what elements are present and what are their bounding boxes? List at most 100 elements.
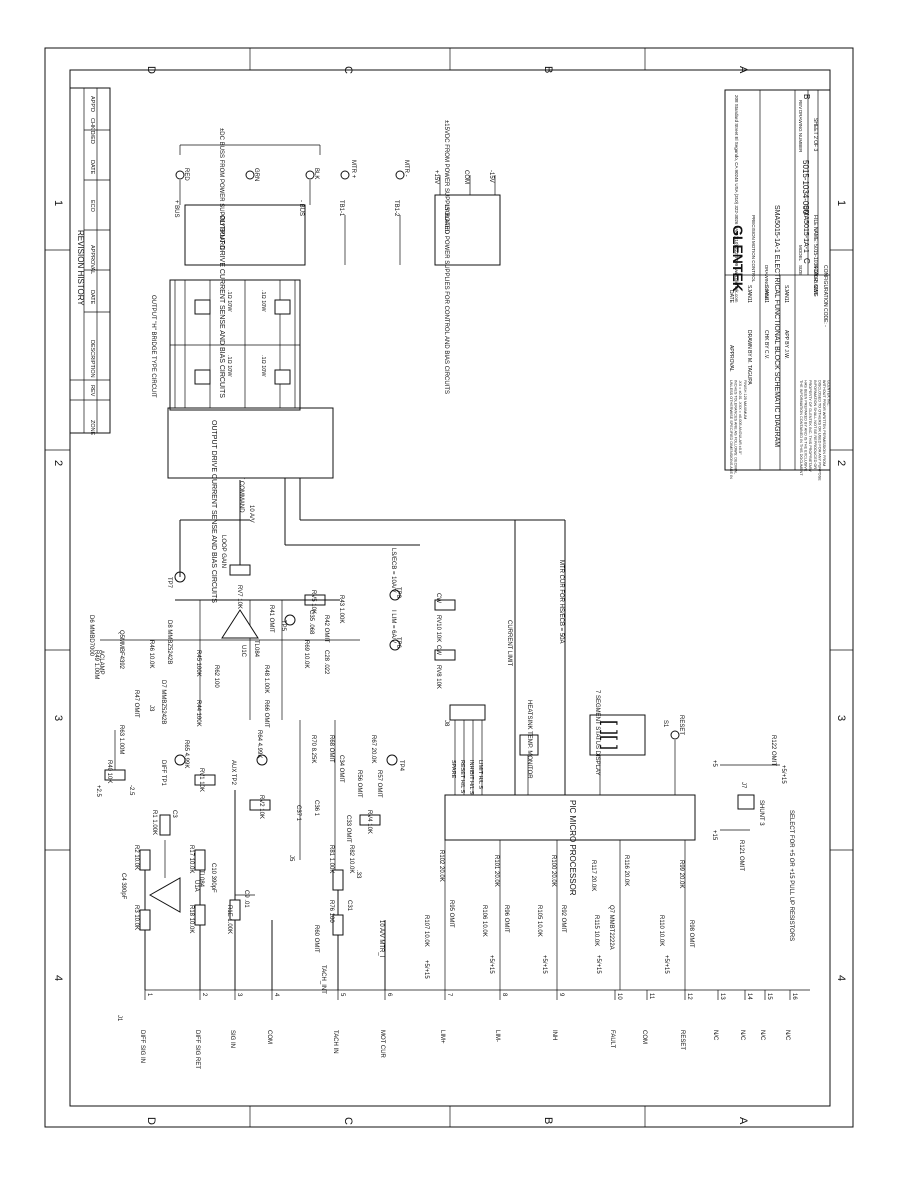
- r100-label: R100 20.0K: [550, 855, 556, 887]
- outer-border: [44, 47, 854, 1128]
- r121-label: R121 OMIT: [738, 840, 744, 871]
- connector-pin-label: SIG IN: [229, 1030, 235, 1048]
- revision-history-title: REVISION HISTORY: [76, 230, 85, 306]
- rev-col-zone: ZONE: [89, 420, 95, 436]
- seven-segment-display: [589, 714, 646, 756]
- plus5-15-label: +5/+15: [780, 765, 786, 784]
- connector-j1: J1: [116, 989, 810, 1022]
- r92-label: R92 OMIT: [560, 905, 566, 933]
- resistor-r81: [332, 869, 344, 891]
- connector-pin-label: TACH IN: [332, 1030, 338, 1054]
- plus15v-label: +15V: [433, 170, 439, 184]
- connector-pin-number: 7: [446, 993, 452, 997]
- tp6-label: TP6: [395, 637, 401, 649]
- trimpot-rv10: [434, 599, 456, 611]
- rev-col-description: DESCRIPTION: [89, 340, 95, 378]
- r106-label: R106 10.0K: [481, 905, 487, 937]
- rsense2-label: .1Ω 10W: [260, 290, 266, 312]
- r49-label: R49 1.00M: [93, 650, 99, 679]
- r107-label: R107 10.0K: [423, 915, 429, 947]
- connector-pin-label: FAULT: [609, 1030, 615, 1049]
- opamp-u1c: [221, 609, 259, 639]
- s1-label: S1: [662, 720, 668, 728]
- connector-pin-number: 14: [746, 993, 752, 1000]
- connector-pin-number: 6: [386, 993, 392, 997]
- checked-date: SJAN11: [763, 285, 769, 303]
- r18-label: R18 10.0K: [188, 905, 194, 933]
- resistor-r1: [159, 814, 171, 836]
- plus-bus-label: + BUS: [173, 200, 179, 218]
- isolated-supplies-block: [434, 194, 501, 266]
- zone-col-label: 2: [835, 460, 847, 466]
- trimpot-rv8: [434, 649, 456, 661]
- isolated-supplies-label: ISOLATED POWER SUPPLIES FOR CONTROL AND …: [443, 205, 449, 394]
- j8-spare: SPARE: [450, 760, 456, 779]
- pic-microprocessor: [444, 794, 696, 841]
- test-point-tp5: [284, 614, 296, 626]
- connector-pin-label: N/C: [784, 1030, 790, 1041]
- heatsink-sensor: [519, 734, 539, 756]
- zone-row-label: B: [542, 66, 554, 73]
- r1e-label: R1E 1.00K: [226, 905, 232, 934]
- trimpot-rv7: [229, 564, 251, 576]
- test-point-tp1: [174, 754, 186, 766]
- r116-label: R116 20.0K: [623, 855, 629, 886]
- connector-pin-number: 2: [201, 993, 207, 997]
- zone-col-label: 1: [52, 200, 64, 206]
- rev-col-date: DATE: [89, 290, 95, 305]
- rv8-label: RV8 10K: [435, 665, 441, 689]
- r2-label: R2 10.0K: [133, 845, 139, 870]
- input-stage: U1A TL084 R3 10.0K R2 10.0K C4 390pF R18…: [95, 650, 404, 994]
- io-pullups: R102 20.0K R95 OMIT R107 10.0K +5/+15 R1…: [423, 840, 694, 990]
- r107-supply: +5/+15: [423, 960, 429, 979]
- j8-limit: LIMIT H/L S: [477, 760, 483, 789]
- r115-supply: +5/+15: [595, 955, 601, 974]
- zone-row-label: C: [342, 66, 354, 74]
- u1c-label: U1C: [240, 645, 246, 658]
- j8-reset: RESET H/L S: [459, 760, 465, 794]
- rv4-label: RV4 10K: [366, 810, 372, 834]
- zone-row-label: C: [342, 1117, 354, 1125]
- connector-pin-label: COM: [641, 1030, 647, 1044]
- connector-pin-number: 13: [719, 993, 725, 1000]
- r41-label: R41 OMIT: [268, 605, 274, 633]
- bus-red-terminal: [175, 170, 185, 180]
- r56-label: R56 OMIT: [356, 770, 362, 798]
- c35-label: C35 .068: [308, 610, 314, 635]
- rv5-label: RV5 10K: [310, 590, 316, 614]
- h-bridge: OUTPUT "H" BRIDGE TYPE CIRCUIT .1Ω 10W .…: [150, 279, 301, 411]
- opamp-u1a: [148, 877, 181, 913]
- r62-label: R62 100: [213, 665, 219, 688]
- configuration-code: CONFIGURATION CODE: -: [822, 265, 828, 327]
- resistor-r3: [139, 909, 151, 931]
- test-point-tp2: [256, 754, 268, 766]
- tp4-label: TP4: [398, 760, 404, 772]
- u1a-part: TL084: [198, 870, 204, 888]
- rev-value: B: [802, 94, 811, 99]
- reset-switch-label: RESET: [678, 715, 684, 735]
- rsense4-label: .1Ω 10W: [260, 355, 266, 377]
- tach-int-label: TACH_INT: [320, 965, 326, 994]
- connector-pin-label: INH: [551, 1030, 557, 1040]
- rev-col-checked: CHK'D/ED: [89, 118, 95, 144]
- cw1-label: CW: [435, 593, 441, 603]
- grn-label: GRN: [253, 168, 259, 181]
- scale: SCALE: 6251: [812, 265, 818, 296]
- current-command-scale: 10 A/V: [248, 505, 254, 523]
- model-value: SMA5015-1A-1: [802, 205, 809, 253]
- zone-row-label: D: [145, 66, 157, 74]
- j8-label: J8: [443, 720, 449, 727]
- ls-ecb-label: LS/ECB = 10A/V: [390, 548, 396, 593]
- r110-supply: +5/+15: [663, 955, 669, 974]
- resistor-r1e: [229, 899, 241, 921]
- drawn-date: SJAN11: [746, 285, 752, 303]
- motor-minus-terminal: [395, 170, 405, 180]
- company-tagline: PRECISION MOTION CONTROL: [751, 215, 756, 283]
- approved-by: APP BY J.W.: [783, 330, 789, 359]
- c28-label: C28 .022: [323, 650, 329, 675]
- r110-label: R110 10.0K: [658, 915, 664, 946]
- r101-label: R101 20.0K: [493, 855, 499, 887]
- title-block: GLENTEK PRECISION MOTION CONTROL 208 Sta…: [724, 89, 831, 471]
- c37-label: C37 1: [295, 805, 301, 822]
